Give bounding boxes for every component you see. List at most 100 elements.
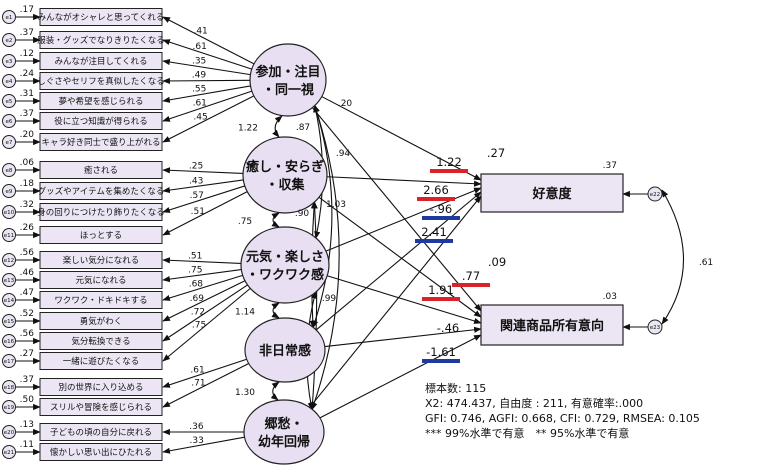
observed-variable-label: ワクワク・ドキドキする	[54, 296, 147, 306]
latent-variable-label: 癒し・安らぎ	[246, 159, 324, 175]
significance-bar	[452, 283, 490, 287]
structural-path	[326, 176, 482, 187]
loading-label: .45	[193, 113, 207, 123]
observed-variable-box	[39, 251, 163, 269]
observed-variable-label: 気分転換できる	[71, 336, 130, 347]
error-node	[2, 74, 16, 88]
latent-correlation-curve	[312, 104, 333, 329]
latent-variable-label: ・収集	[265, 177, 305, 193]
error-label: e9	[6, 189, 13, 195]
latent-variable-node	[244, 317, 326, 383]
loading-path	[162, 280, 246, 322]
error-label: e17	[4, 359, 15, 365]
r-squared-label: .18	[20, 179, 35, 189]
loading-path	[162, 39, 252, 70]
observed-variable-box	[39, 443, 163, 461]
observed-variable-box	[39, 271, 163, 289]
error-label: e13	[4, 278, 15, 284]
loading-label: .35	[192, 57, 206, 67]
observed-variable-label: 役に立つ知識が得られる	[54, 116, 148, 127]
loading-label: .51	[191, 207, 205, 217]
structural-coefficient-label: 1.91	[428, 283, 454, 297]
loading-label: .61	[193, 98, 207, 108]
latent-variable-node	[249, 43, 327, 117]
loading-path	[162, 95, 255, 143]
observed-variable-label: 服装・グッズでなりきりたくなる	[37, 35, 165, 46]
error-node	[2, 425, 16, 439]
loading-label: .49	[192, 71, 207, 81]
error-label: e4	[6, 79, 13, 85]
error-label: e12	[4, 258, 14, 264]
latent-variable-label: ・ワクワク感	[246, 267, 324, 283]
r-squared-label: .26	[20, 223, 35, 233]
error-label: e20	[4, 430, 15, 436]
observed-variable-box	[39, 398, 163, 416]
loading-label: .41	[193, 27, 207, 37]
error-label: e19	[4, 405, 15, 411]
observed-variable-label: みんなが注目してくれる	[55, 56, 148, 67]
significance-bar	[430, 169, 468, 173]
latent-correlation-label: 1.22	[238, 124, 258, 134]
error-node	[647, 186, 663, 202]
loading-label: .75	[192, 320, 206, 330]
latent-variable-label: ・同一視	[262, 82, 314, 98]
latent-correlation-curve	[311, 104, 340, 411]
error-label: e5	[6, 99, 13, 105]
observed-variable-box	[39, 133, 163, 151]
r-squared-label: .31	[20, 89, 34, 99]
error-label: e2	[6, 38, 13, 44]
loading-label: .75	[188, 266, 202, 276]
fit-indices: GFI: 0.746, AGFI: 0.668, CFI: 0.729, RMS…	[425, 412, 700, 425]
r-squared-label: .56	[20, 329, 35, 339]
significance-bar	[415, 239, 453, 243]
structural-path	[324, 326, 482, 348]
loading-path	[162, 358, 247, 388]
error-node	[2, 184, 16, 198]
loading-label: .71	[191, 379, 205, 389]
loading-path	[162, 257, 242, 265]
significance-legend: *** 99%水準で有意 ** 95%水準で有意	[425, 427, 630, 440]
error-node	[2, 445, 16, 459]
latent-variable-node	[243, 399, 325, 465]
error-label: e10	[4, 210, 15, 216]
observed-variable-box	[39, 423, 163, 441]
observed-variable-label: 勇気がわく	[80, 316, 123, 327]
error-label: e16	[4, 339, 15, 345]
observed-variable-label: 子どもの頃の自分に戻れる	[50, 427, 152, 438]
loading-path	[162, 167, 244, 175]
latent-correlation-label: 1.30	[235, 388, 255, 398]
loading-path	[162, 16, 255, 65]
r-squared-label: .12	[20, 49, 34, 59]
error-label: e15	[4, 319, 15, 325]
loading-label: .25	[189, 161, 203, 171]
error-node	[2, 10, 16, 24]
observed-variable-box	[39, 8, 163, 26]
observed-variable-label: グッズやアイテムを集めたくなる	[38, 186, 165, 197]
r-squared-label: .17	[20, 5, 34, 15]
observed-variable-box	[39, 72, 163, 90]
loading-label: .55	[192, 85, 206, 95]
observed-variable-label: 別の世界に入り込める	[58, 382, 143, 393]
outcome-variable-box	[480, 173, 624, 213]
loading-path	[162, 59, 251, 76]
observed-variable-label: スリルや冒険を感じられる	[50, 402, 152, 413]
latent-correlation-label: .99	[322, 294, 337, 304]
r-squared-label: .37	[603, 161, 617, 171]
structural-coefficient-label: 1.22	[436, 155, 462, 169]
loading-path	[162, 185, 245, 213]
latent-correlation-curve	[272, 115, 283, 138]
latent-variable-label: 郷愁・	[264, 416, 303, 432]
loading-path	[162, 269, 242, 283]
r-squared-label: .06	[20, 158, 35, 168]
r-squared-label: .24	[20, 69, 35, 79]
observed-variable-label: 身の回りにつけたり飾りたくなる	[37, 207, 165, 218]
loading-path	[162, 90, 253, 122]
outcome-variable-label: 関連商品所有意向	[500, 318, 604, 334]
loading-label: .43	[189, 176, 203, 186]
structural-coefficient-label: -.96	[430, 202, 452, 216]
error-node	[647, 319, 663, 335]
error-label: e23	[650, 325, 661, 331]
fit-statistics: 標本数: 115 X2: 474.437, 自由度 : 211, 有意確率:.0…	[425, 381, 775, 441]
